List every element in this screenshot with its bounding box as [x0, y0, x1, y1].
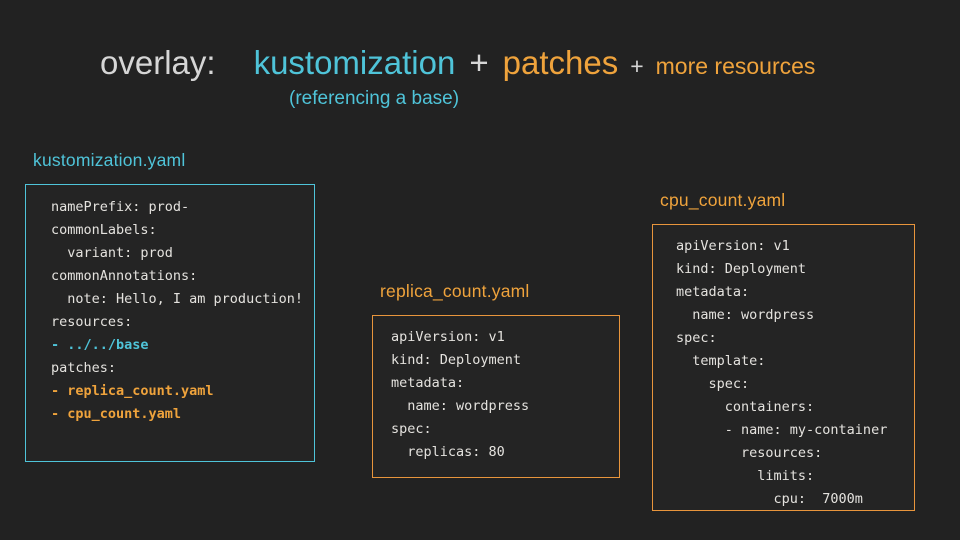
kustomization-yaml-code: namePrefix: prod-commonLabels: variant: … [51, 196, 314, 426]
kustomization-yaml-box: namePrefix: prod-commonLabels: variant: … [25, 184, 315, 462]
title-patches: patches [502, 44, 619, 81]
code-line: - replica_count.yaml [51, 383, 214, 399]
title-kustomization: kustomization [253, 44, 456, 81]
code-line: kind: Deployment [391, 352, 522, 368]
code-line: limits: [676, 468, 815, 484]
code-line: metadata: [391, 375, 465, 391]
code-line: apiVersion: v1 [676, 238, 790, 254]
code-line: kind: Deployment [676, 261, 807, 277]
code-line: commonAnnotations: [51, 268, 198, 284]
code-line: note: Hello, I am production! [51, 291, 303, 307]
title-plus-1: + [469, 44, 489, 81]
code-line: name: wordpress [676, 307, 815, 323]
code-line: spec: [676, 330, 717, 346]
code-line: spec: [676, 376, 750, 392]
code-line: resources: [51, 314, 133, 330]
code-line: commonLabels: [51, 222, 157, 238]
code-line: name: wordpress [391, 398, 530, 414]
title-subtitle: (referencing a base) [289, 88, 460, 109]
code-line: containers: [676, 399, 815, 415]
title-more-resources: more resources [655, 53, 816, 79]
title-plus-2: + [630, 53, 644, 79]
replica-count-yaml-group: replica_count.yaml apiVersion: v1 kind: D… [372, 281, 620, 478]
slide-title: overlay: kustomization + patches + more … [100, 44, 815, 82]
code-line: metadata: [676, 284, 750, 300]
title-overlay: overlay: [100, 44, 216, 81]
kustomization-yaml-group: kustomization.yaml namePrefix: prod-comm… [25, 150, 315, 462]
code-line: patches: [51, 360, 117, 376]
code-line: namePrefix: prod- [51, 199, 190, 215]
code-line: spec: [391, 421, 432, 437]
cpu-count-yaml-group: cpu_count.yaml apiVersion: v1 kind: Deplo… [652, 190, 915, 511]
code-line: variant: prod [51, 245, 173, 261]
replica-count-yaml-label: replica_count.yaml [380, 281, 530, 301]
code-line: replicas: 80 [391, 444, 505, 460]
kustomization-yaml-label: kustomization.yaml [33, 150, 186, 170]
code-line: template: [676, 353, 766, 369]
code-line: - name: my-container [676, 422, 888, 438]
cpu-count-yaml-label: cpu_count.yaml [660, 190, 786, 210]
code-line: resources: [676, 445, 823, 461]
code-line: apiVersion: v1 [391, 329, 505, 345]
code-line: cpu: 7000m [676, 491, 863, 507]
code-line: - cpu_count.yaml [51, 406, 182, 422]
code-line: - ../../base [51, 337, 149, 353]
